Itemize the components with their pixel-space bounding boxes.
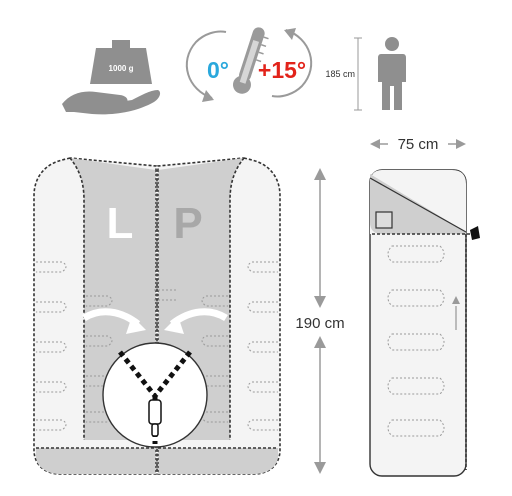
temp-high-label: +15° <box>258 57 306 83</box>
letter-right: P <box>173 199 202 248</box>
weight-block-icon <box>90 48 152 84</box>
person-height-icon: 185 cm <box>325 37 406 111</box>
weight-hand-icon: 1000 g <box>62 40 161 115</box>
length-dimension: 190 cm <box>295 168 345 474</box>
weight-label: 1000 g <box>109 64 134 73</box>
temperature-icon: 0° +15° <box>185 27 313 102</box>
brand-logo-icon <box>452 296 460 330</box>
bag-quilt-pattern <box>387 245 445 437</box>
zipper-pull-icon <box>470 226 480 240</box>
letter-left: L <box>107 199 134 248</box>
zipped-sleeping-bag <box>369 169 480 477</box>
cycle-arrow-right-icon <box>271 29 313 98</box>
zipper-detail-icon <box>102 342 208 448</box>
temp-low-label: 0° <box>207 57 229 83</box>
zipper-slider-icon <box>148 399 162 425</box>
thermometer-icon <box>232 27 269 94</box>
width-label: 75 cm <box>398 136 439 153</box>
person-body-icon <box>378 54 406 110</box>
length-label: 190 cm <box>295 315 344 332</box>
pocket-icon <box>375 211 393 229</box>
person-head-icon <box>385 37 399 51</box>
hand-icon <box>62 90 161 115</box>
width-dimension: 75 cm <box>370 136 466 153</box>
unzipped-sleeping-bag: L P <box>33 157 281 475</box>
cycle-arrow-left-icon <box>185 30 227 99</box>
height-label: 185 cm <box>325 69 355 79</box>
weight-knob <box>112 40 130 48</box>
